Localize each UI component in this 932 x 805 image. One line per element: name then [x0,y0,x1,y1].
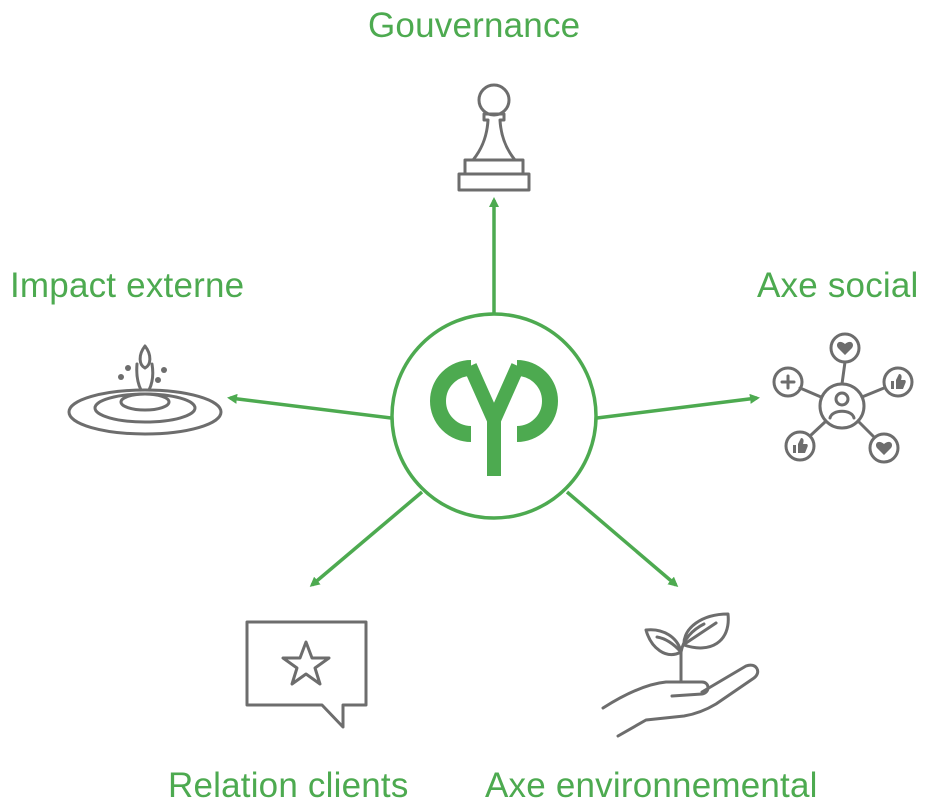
node-label-environment: Axe environnemental [485,766,818,805]
arrow-to-social [596,393,760,420]
node-label-governance: Gouvernance [368,6,581,45]
center-node [390,312,598,520]
node-label-clients: Relation clients [168,766,409,805]
arrow-to-environment [565,490,679,587]
water-drop-ripple-icon [67,344,223,436]
arrow-to-impact [227,393,392,420]
node-label-impact: Impact externe [10,266,245,305]
company-logo [430,360,558,476]
social-network-icon [772,332,914,464]
node-label-social: Axe social [757,266,919,305]
plant-in-hand-icon [601,612,760,738]
arrow-to-clients [309,490,424,587]
chess-pawn-icon [457,83,531,192]
star-speech-bubble-icon [245,620,368,729]
